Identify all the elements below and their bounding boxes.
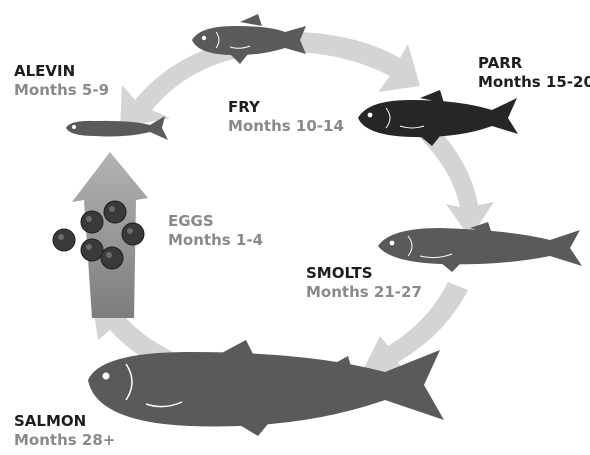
cycle-ring [92, 32, 494, 392]
alevin-name: ALEVIN [14, 62, 109, 81]
eggs-name: EGGS [168, 212, 263, 231]
fry-name: FRY [228, 98, 344, 117]
salmon-label: SALMON Months 28+ [14, 412, 115, 450]
egg [53, 229, 75, 251]
salmon-name: SALMON [14, 412, 115, 431]
parr-months: Months 15-20 [478, 73, 590, 92]
alevin-months: Months 5-9 [14, 81, 109, 100]
egg [81, 239, 103, 261]
egg [122, 223, 144, 245]
smolts-name: SMOLTS [306, 264, 422, 283]
egg [81, 211, 103, 233]
smolts-label: SMOLTS Months 21-27 [306, 264, 422, 302]
fry-label: FRY Months 10-14 [228, 98, 344, 136]
parr-fish-icon [358, 90, 518, 146]
egg [104, 201, 126, 223]
eggs-months: Months 1-4 [168, 231, 263, 250]
parr-label: PARR Months 15-20 [478, 54, 590, 92]
egg [101, 247, 123, 269]
fry-months: Months 10-14 [228, 117, 344, 136]
arrow-fry-to-parr [300, 32, 420, 92]
salmon-months: Months 28+ [14, 431, 115, 450]
eggs-label: EGGS Months 1-4 [168, 212, 263, 250]
alevin-label: ALEVIN Months 5-9 [14, 62, 109, 100]
parr-name: PARR [478, 54, 590, 73]
smolts-months: Months 21-27 [306, 283, 422, 302]
